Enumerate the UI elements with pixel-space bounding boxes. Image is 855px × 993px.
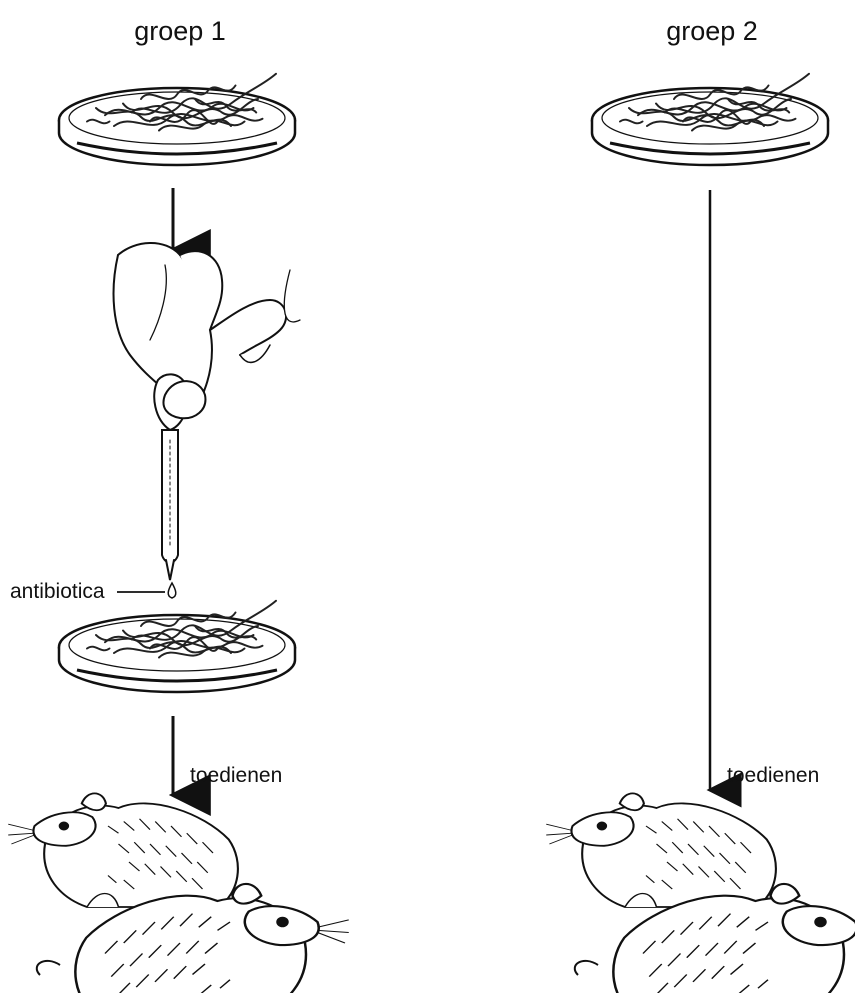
antibiotic-label: antibiotica [10,580,105,603]
petri-dish-group1-treated [59,601,295,692]
group-1-title: groep 1 [134,16,226,46]
petri-dish-group2-top [592,74,828,165]
petri-dish-group1-top [59,74,295,165]
mouse-icon-group2 [546,793,855,993]
group-2-action-label: toedienen [727,764,819,787]
mouse-icon-group1 [8,793,349,993]
drop-icon [168,583,176,598]
group-1-action-label: toedienen [190,764,282,787]
hand-with-dropper-icon [114,243,300,580]
group-2-title: groep 2 [666,16,758,46]
